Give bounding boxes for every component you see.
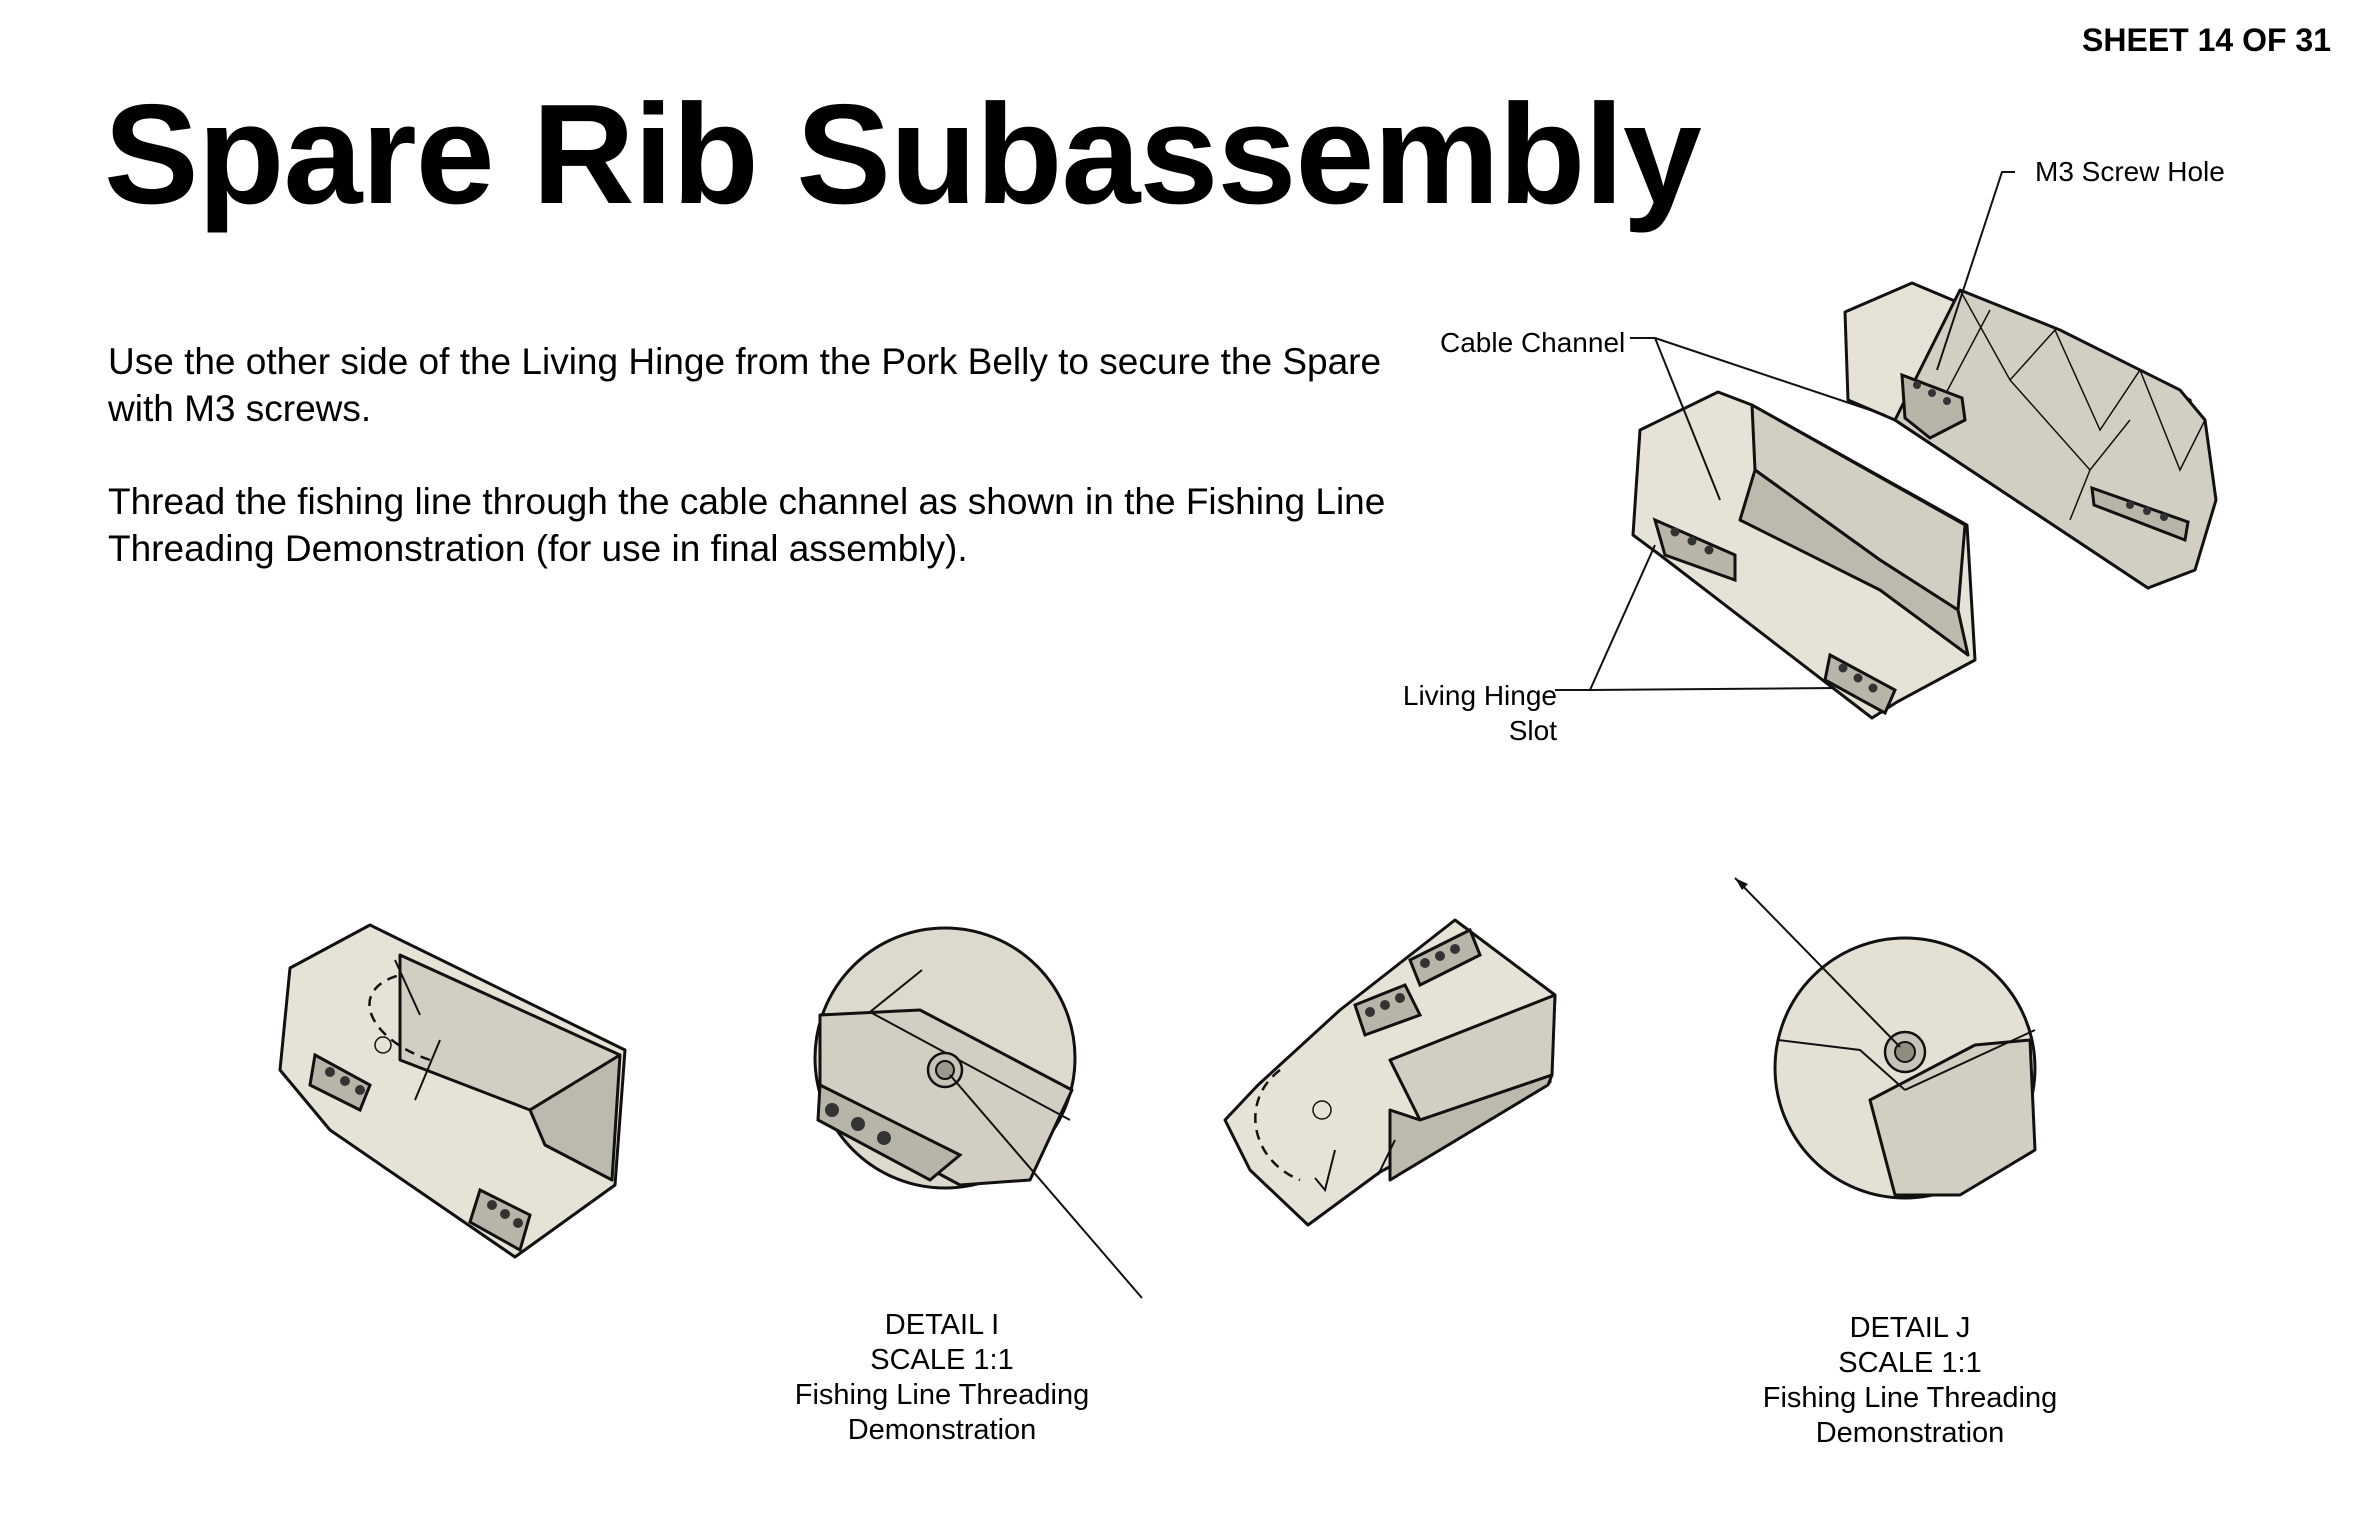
callout-leaders [1555,171,2015,691]
sheet-number: SHEET 14 OF 31 [2082,22,2331,58]
callout-living-hinge-line1: Living Hinge [1402,680,1557,711]
instruction-paragraph-1: Use the other side of the Living Hinge f… [108,341,1382,429]
detail-j-name: DETAIL J [1849,1312,1971,1344]
detail-i-label: DETAIL I SCALE 1:1 Fishing Line Threadin… [742,1308,1142,1448]
detail-j-scale: SCALE 1:1 [1838,1347,1982,1379]
detail-j-caption-line1: Fishing Line Threading [1762,1382,2058,1414]
detail-i-caption-line1: Fishing Line Threading [794,1379,1090,1411]
detail-j-caption-line2: Demonstration [1815,1417,2005,1449]
page-title: Spare Rib Subassembly [104,75,1702,234]
spare-rib-part-left [1631,390,1977,720]
spare-rib-view-2 [1223,918,1557,1227]
instruction-paragraph-2: Thread the fishing line through the cabl… [108,481,1386,569]
callout-living-hinge-slot: Living Hinge Slot [1395,678,1557,748]
detail-i-caption-line2: Demonstration [847,1414,1037,1446]
detail-i-view [813,926,1143,1299]
detail-j-view [1734,877,2037,1200]
detail-j-label: DETAIL J SCALE 1:1 Fishing Line Threadin… [1710,1311,2110,1451]
callout-m3-screw-hole: M3 Screw Hole [2035,156,2225,187]
spare-rib-part-right [1843,281,2218,590]
detail-i-name: DETAIL I [884,1309,1000,1341]
callout-cable-channel: Cable Channel [1440,327,1626,358]
detail-i-scale: SCALE 1:1 [870,1344,1014,1376]
callout-living-hinge-line2: Slot [1508,715,1557,746]
spare-rib-view-1 [278,923,627,1259]
